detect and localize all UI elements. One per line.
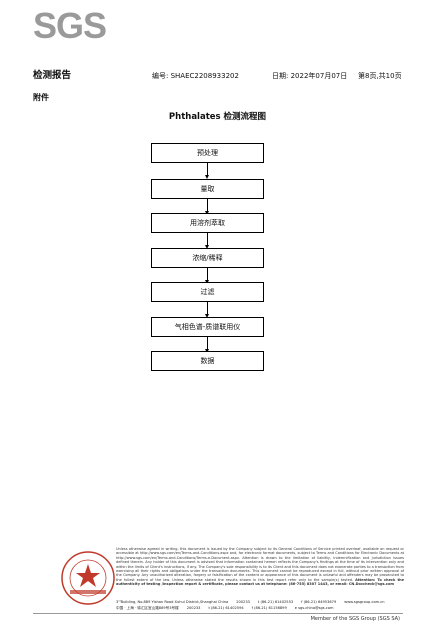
flow-step-extraction: 用溶剂萃取 bbox=[151, 213, 264, 233]
address-row-cn: 中国 · 上海 · 徐汇区宜山路889号3号楼 200233 t (86-21)… bbox=[116, 606, 416, 611]
flow-arrow bbox=[207, 268, 208, 282]
disclaimer-text: Unless otherwise agreed in writing, this… bbox=[116, 547, 404, 582]
tel-en: t (86-21) 61402553 bbox=[257, 600, 294, 604]
appendix-label: 附件 bbox=[33, 93, 49, 102]
flow-step-concentrate-dilute: 浓缩/稀释 bbox=[151, 248, 264, 268]
web-en: www.sgsgroup.com.cn bbox=[344, 600, 385, 604]
flow-step-pretreatment: 预处理 bbox=[151, 143, 264, 163]
flow-arrow-head bbox=[205, 314, 209, 318]
report-date: 日期: 2022年07月07日 bbox=[272, 71, 347, 81]
flow-arrow bbox=[207, 199, 208, 213]
flow-arrow-head bbox=[205, 245, 209, 249]
report-number-label: 编号: bbox=[152, 72, 169, 80]
flow-step-filter: 过滤 bbox=[151, 282, 264, 302]
flow-arrow-head bbox=[205, 175, 209, 179]
flow-arrow bbox=[207, 302, 208, 316]
legal-disclaimer: Unless otherwise agreed in writing, this… bbox=[116, 547, 404, 599]
address-cn: 中国 · 上海 · 徐汇区宜山路889号3号楼 bbox=[116, 606, 179, 610]
report-date-label: 日期: bbox=[272, 72, 289, 80]
report-number-value: SHAEC2208933202 bbox=[170, 72, 239, 80]
report-date-value: 2022年07月07日 bbox=[290, 72, 348, 80]
flow-step-gcms: 气相色谱-质谱联用仪 bbox=[151, 317, 264, 337]
tel-cn: t (86-21) 61402594 bbox=[208, 606, 244, 610]
address-row-en: 3ʳᵈBuilding, No.889 Yishan Road Xuhui Di… bbox=[116, 600, 416, 605]
flow-arrow bbox=[207, 233, 208, 247]
sgs-logo: SGS bbox=[33, 5, 107, 46]
email-cn: e sgs.china@sgs.com bbox=[294, 606, 334, 610]
flowchart-title: Phthalates 检测流程图 bbox=[168, 112, 267, 122]
fax-en: f (86-21) 64953679 bbox=[301, 600, 337, 604]
member-of-sgs-group: Member of the SGS Group (SGS SA) bbox=[310, 616, 400, 622]
postcode-cn: 200233 bbox=[186, 606, 201, 610]
flow-step-measure: 量取 bbox=[151, 179, 264, 199]
flow-step-data: 数据 bbox=[151, 351, 264, 371]
inspection-stamp-icon bbox=[61, 551, 115, 605]
postcode-en: 200233 bbox=[236, 600, 250, 604]
flow-arrow bbox=[207, 163, 208, 177]
report-number: 编号: SHAEC2208933202 bbox=[152, 71, 239, 81]
address-en: 3ʳᵈBuilding, No.889 Yishan Road Xuhui Di… bbox=[116, 600, 229, 604]
attention-text: Attention: To check the authenticity of … bbox=[116, 577, 404, 587]
report-title: 检测报告 bbox=[33, 70, 72, 81]
page-number: 第8页,共10页 bbox=[358, 72, 402, 80]
footer-divider bbox=[33, 613, 403, 614]
flow-arrow bbox=[207, 337, 208, 351]
fax-cn: f (86-21) 61156899 bbox=[251, 606, 287, 610]
